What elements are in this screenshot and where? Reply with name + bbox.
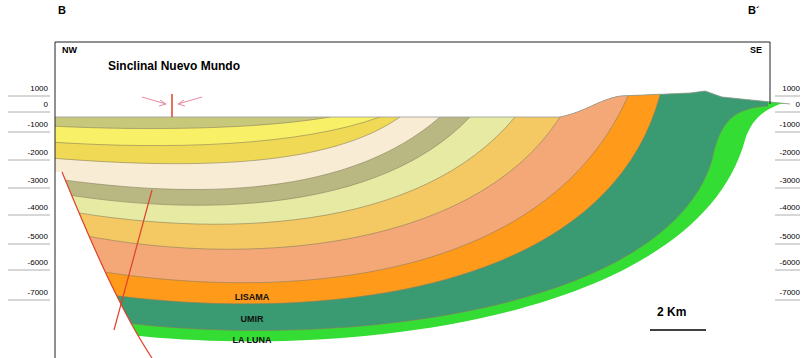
elevation-tick: 0 <box>44 101 48 110</box>
formation-name: UMIR <box>241 314 264 324</box>
formation-name: LISAMA <box>235 292 270 302</box>
elevation-tick: -4000 <box>780 204 800 213</box>
direction: SE <box>750 46 762 56</box>
elevation-tick: -2000 <box>780 149 800 158</box>
syncline-axis <box>171 94 173 117</box>
elevation-tick: -6000 <box>780 259 800 268</box>
elevation-tick: -6000 <box>28 259 48 268</box>
elevation-tick: -3000 <box>28 177 48 186</box>
elevation-tick: -5000 <box>28 233 48 242</box>
syncline-arrows <box>142 97 202 106</box>
formation-band-label: LA LUNA <box>232 335 271 345</box>
elevation-tick: 1000 <box>30 85 48 94</box>
axis-ticks <box>8 96 800 300</box>
elevation-tick: -2000 <box>28 149 48 158</box>
formation-name: LA LUNA <box>232 335 271 345</box>
elevation-tick: 1000 <box>782 85 800 94</box>
elevation-tick: -1000 <box>780 121 800 130</box>
direction: NW <box>62 46 77 56</box>
elevation-tick: -4000 <box>28 204 48 213</box>
section-end: B <box>58 4 66 16</box>
structure-name: Sinclinal Nuevo Mundo <box>108 60 240 73</box>
elevation-tick: -7000 <box>28 289 48 298</box>
elevation-tick: -5000 <box>780 233 800 242</box>
elevation-tick: -1000 <box>28 121 48 130</box>
elevation-tick: -7000 <box>780 289 800 298</box>
scale-label: 2 Km <box>657 306 686 319</box>
fault-line <box>62 172 152 358</box>
frame <box>55 42 770 358</box>
section-end: B´ <box>748 4 760 16</box>
formation-band-label: LISAMA <box>235 292 270 302</box>
elevation-tick: 0 <box>796 101 800 110</box>
scale-bar <box>650 329 706 331</box>
strata <box>50 0 790 341</box>
formation-band-label: UMIR <box>241 314 264 324</box>
fault-line <box>114 190 152 330</box>
elevation-tick: -3000 <box>780 177 800 186</box>
